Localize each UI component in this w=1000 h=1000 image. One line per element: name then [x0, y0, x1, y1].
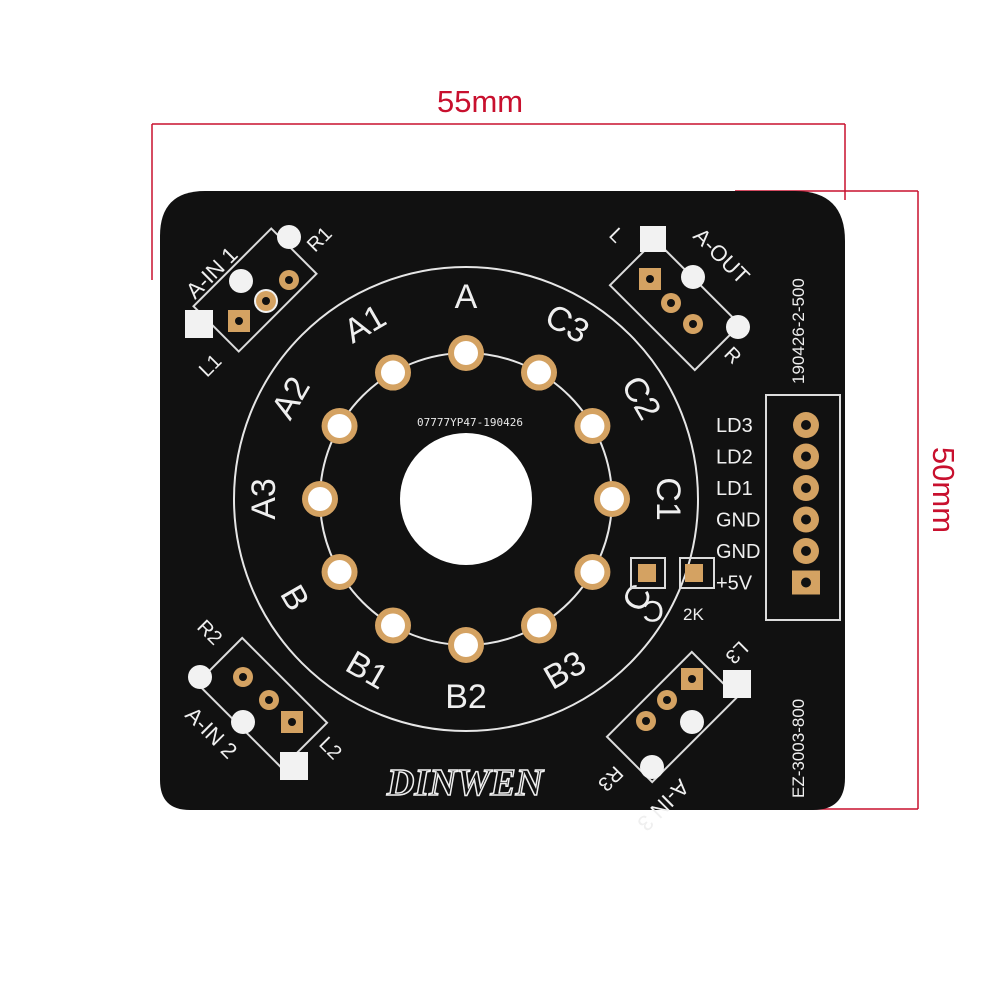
socket-pad-hole [600, 487, 624, 511]
socket-pad-hole [454, 633, 478, 657]
brand-logo: DINWEN [386, 762, 545, 804]
socket-pad-hole [327, 560, 352, 584]
socket-pin-label: A3 [245, 478, 283, 520]
width-dimension-label: 55mm [437, 84, 524, 119]
socket-pad-hole [454, 341, 478, 365]
socket-pad-hole [527, 360, 551, 385]
center-hole [400, 433, 532, 565]
connector-pad-hole [801, 420, 811, 430]
bottom-right-code: EZ-3003-800 [789, 699, 808, 798]
led-label: C [642, 594, 664, 627]
socket-pad-hole [381, 360, 405, 385]
socket-pad-hole [308, 487, 332, 511]
connector-pad-hole [801, 577, 811, 588]
socket-pad-hole [381, 613, 405, 638]
led-pads: 2K C [630, 557, 715, 627]
connector-pad-hole [801, 514, 811, 525]
socket-pads [302, 335, 630, 663]
socket-pin-label: A [455, 278, 478, 316]
connector-pin-label: LD1 [716, 478, 753, 500]
socket-pad-hole [327, 414, 352, 438]
height-dimension-label: 50mm [926, 446, 962, 534]
outer-ring [233, 266, 699, 732]
batch-code: 07777YP47-190426 [417, 416, 523, 429]
connector-pin-label: GND [716, 541, 760, 563]
connector-pad-hole [801, 483, 811, 493]
socket-pin-label: C1 [649, 477, 687, 520]
socket-pin-label: B2 [445, 678, 487, 716]
top-right-code: 190426-2-500 [789, 278, 808, 384]
resistor-value: 2K [683, 605, 704, 624]
connector-pin-label: +5V [716, 573, 753, 595]
connector-pad-hole [801, 546, 811, 556]
connector-pad-hole [801, 451, 811, 462]
connector-pin-label: LD3 [716, 415, 753, 437]
socket-pad-hole [527, 613, 551, 638]
socket-pad-hole [580, 560, 605, 584]
connector-pin-label: GND [716, 510, 760, 532]
connector-pin-label: LD2 [716, 447, 753, 469]
socket-pad-hole [580, 414, 605, 438]
